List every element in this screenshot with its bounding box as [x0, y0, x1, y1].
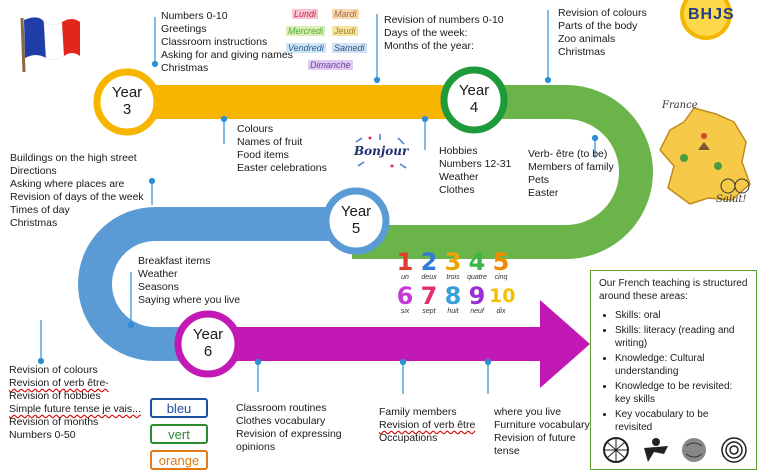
number-digit: 5	[492, 248, 510, 276]
structure-item: Knowledge to be revisited: key skills	[615, 380, 748, 406]
number-word: six	[400, 308, 410, 315]
year4-circle	[440, 66, 508, 134]
structure-list: Skills: oral Skills: literacy (reading a…	[599, 309, 748, 434]
number-word: quatre	[467, 274, 487, 281]
bonjour-doodle-icon	[355, 134, 407, 169]
map-label-france: France	[662, 100, 698, 111]
number-digit: 1	[396, 248, 414, 276]
number-digit: 7	[420, 282, 438, 310]
days-of-week-stickers: Lundi Mardi Mercredi Jeudi Vendredi Same…	[286, 8, 367, 78]
number-digit: 9	[468, 282, 486, 310]
structure-item: Key vocabulary to be revisited	[615, 408, 748, 434]
number-word: trois	[446, 274, 460, 281]
number-word: un	[401, 274, 409, 281]
crayon-orange: orange	[150, 450, 208, 470]
french-flag-icon	[20, 17, 80, 73]
number-word: cinq	[494, 274, 508, 281]
teaching-structure-box: Our French teaching is structured around…	[590, 270, 757, 470]
day-mercredi: Mercredi	[286, 26, 326, 36]
number-word: sept	[422, 308, 436, 315]
fingerprint-icon	[721, 437, 747, 463]
map-label-salut: Salut!	[716, 194, 747, 205]
number-word: dix	[496, 308, 506, 315]
bonjour-text: Bonjour	[354, 144, 409, 158]
brain-icon	[682, 438, 706, 462]
number-word: deux	[421, 274, 437, 281]
number-digit: 4	[468, 248, 486, 276]
year4-road	[352, 85, 653, 259]
number-word: neuf	[470, 308, 484, 315]
day-vendredi: Vendredi	[286, 43, 326, 53]
school-logo-icon	[680, 0, 732, 40]
crayon-bleu: bleu	[150, 398, 208, 418]
number-digit: 6	[396, 282, 414, 310]
number-digit: 3	[444, 248, 462, 276]
day-samedi: Samedi	[332, 43, 367, 53]
number-digit: 10	[489, 285, 516, 307]
day-jeudi: Jeudi	[332, 26, 358, 36]
number-digit: 2	[420, 248, 438, 276]
globe-sketch-icon	[603, 437, 629, 463]
year5-circle	[322, 187, 390, 255]
number-word: huit	[447, 308, 459, 315]
crayon-vert: vert	[150, 424, 208, 444]
structure-item: Knowledge: Cultural understanding	[615, 352, 748, 378]
bonjour-doodle: Bonjour	[350, 132, 410, 172]
structure-item: Skills: oral	[615, 309, 748, 322]
year3-circle	[93, 68, 161, 136]
day-lundi: Lundi	[292, 9, 319, 19]
colour-crayons: bleu vert orange	[150, 398, 212, 470]
school-logo-text: BHJS	[688, 6, 735, 23]
superhero-icon	[644, 438, 668, 462]
structure-item: Skills: literacy (reading and writing)	[615, 324, 748, 350]
day-dimanche: Dimanche	[308, 60, 353, 70]
structure-area-icons	[603, 437, 747, 463]
number-digit: 8	[444, 282, 462, 310]
france-map-illustration: France Salut!	[654, 100, 758, 210]
france-map-icon	[659, 107, 751, 205]
structure-intro: Our French teaching is structured around…	[599, 278, 748, 302]
day-mardi: Mardi	[332, 9, 359, 19]
timeline-arrowhead	[540, 300, 590, 388]
year6-circle	[174, 310, 242, 378]
